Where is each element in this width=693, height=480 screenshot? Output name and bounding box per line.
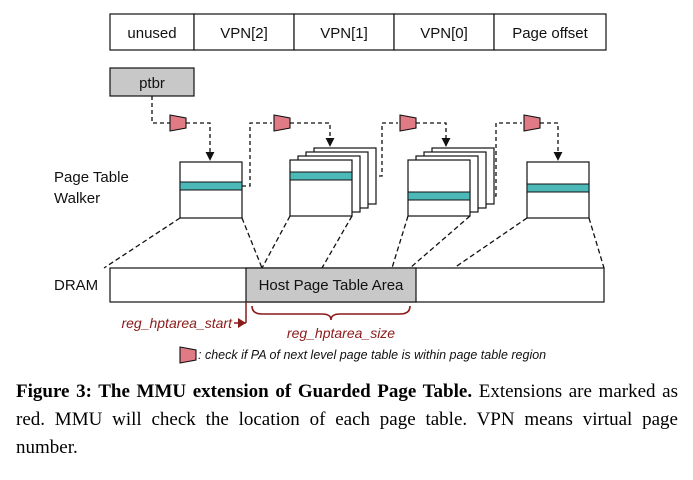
address-field-unused <box>109 13 195 51</box>
size-brace <box>251 305 411 321</box>
walker-label-line2: Walker <box>54 190 100 207</box>
check-marker-icon <box>399 114 417 132</box>
gpt-diagram: unused VPN[2] VPN[1] VPN[0] Page offset … <box>54 13 607 364</box>
page-table-level3 <box>407 147 495 217</box>
walker-label-line1: Page Table <box>54 169 129 186</box>
virtual-address: unused VPN[2] VPN[1] VPN[0] Page offset <box>109 13 607 51</box>
page-table-level1 <box>179 161 243 219</box>
address-field-label: VPN[1] <box>320 25 368 42</box>
figure-caption: Figure 3: The MMU extension of Guarded P… <box>16 378 678 462</box>
legend-text: : check if PA of next level page table i… <box>198 348 546 362</box>
ptbr-register <box>109 67 195 97</box>
address-field-label: VPN[2] <box>220 25 268 42</box>
size-label: reg_hptarea_size <box>287 325 395 341</box>
page-table-entry <box>407 191 471 201</box>
walk-path-segment <box>416 122 451 147</box>
caption-body: Extensions are marked as red. MMU will c… <box>16 381 678 458</box>
ptbr-label: ptbr <box>139 75 165 92</box>
walk-path-segment <box>290 122 335 147</box>
walk-path-segment <box>372 122 398 177</box>
walk-path-segment <box>151 96 170 124</box>
page-table-entry <box>526 183 590 193</box>
host-page-table-area <box>245 267 417 303</box>
check-marker-icon <box>523 114 541 132</box>
check-markers <box>169 114 541 132</box>
page-table-leaf <box>526 161 590 219</box>
start-arrowhead <box>238 318 246 328</box>
address-field-label: Page offset <box>512 25 588 42</box>
address-field-label: unused <box>127 25 176 42</box>
caption-title: Figure 3: The MMU extension of Guarded P… <box>16 381 473 402</box>
walk-path-segment <box>242 122 272 187</box>
address-field-vpn1 <box>293 13 395 51</box>
page-table-entry <box>179 181 243 191</box>
walk-path-segment <box>540 122 563 161</box>
address-field-vpn2 <box>193 13 295 51</box>
address-field-offset <box>493 13 607 51</box>
host-area-label: Host Page Table Area <box>259 277 404 294</box>
page-table-entry <box>289 171 353 181</box>
check-marker-icon <box>169 114 187 132</box>
dram-mapping-lines <box>103 215 605 269</box>
walk-path-segment <box>186 122 215 161</box>
check-marker-icon <box>273 114 291 132</box>
legend-check-icon <box>179 346 197 364</box>
page-table-level2 <box>289 147 377 217</box>
address-field-label: VPN[0] <box>420 25 468 42</box>
start-label: reg_hptarea_start <box>121 315 233 331</box>
dram-label: DRAM <box>54 277 98 294</box>
